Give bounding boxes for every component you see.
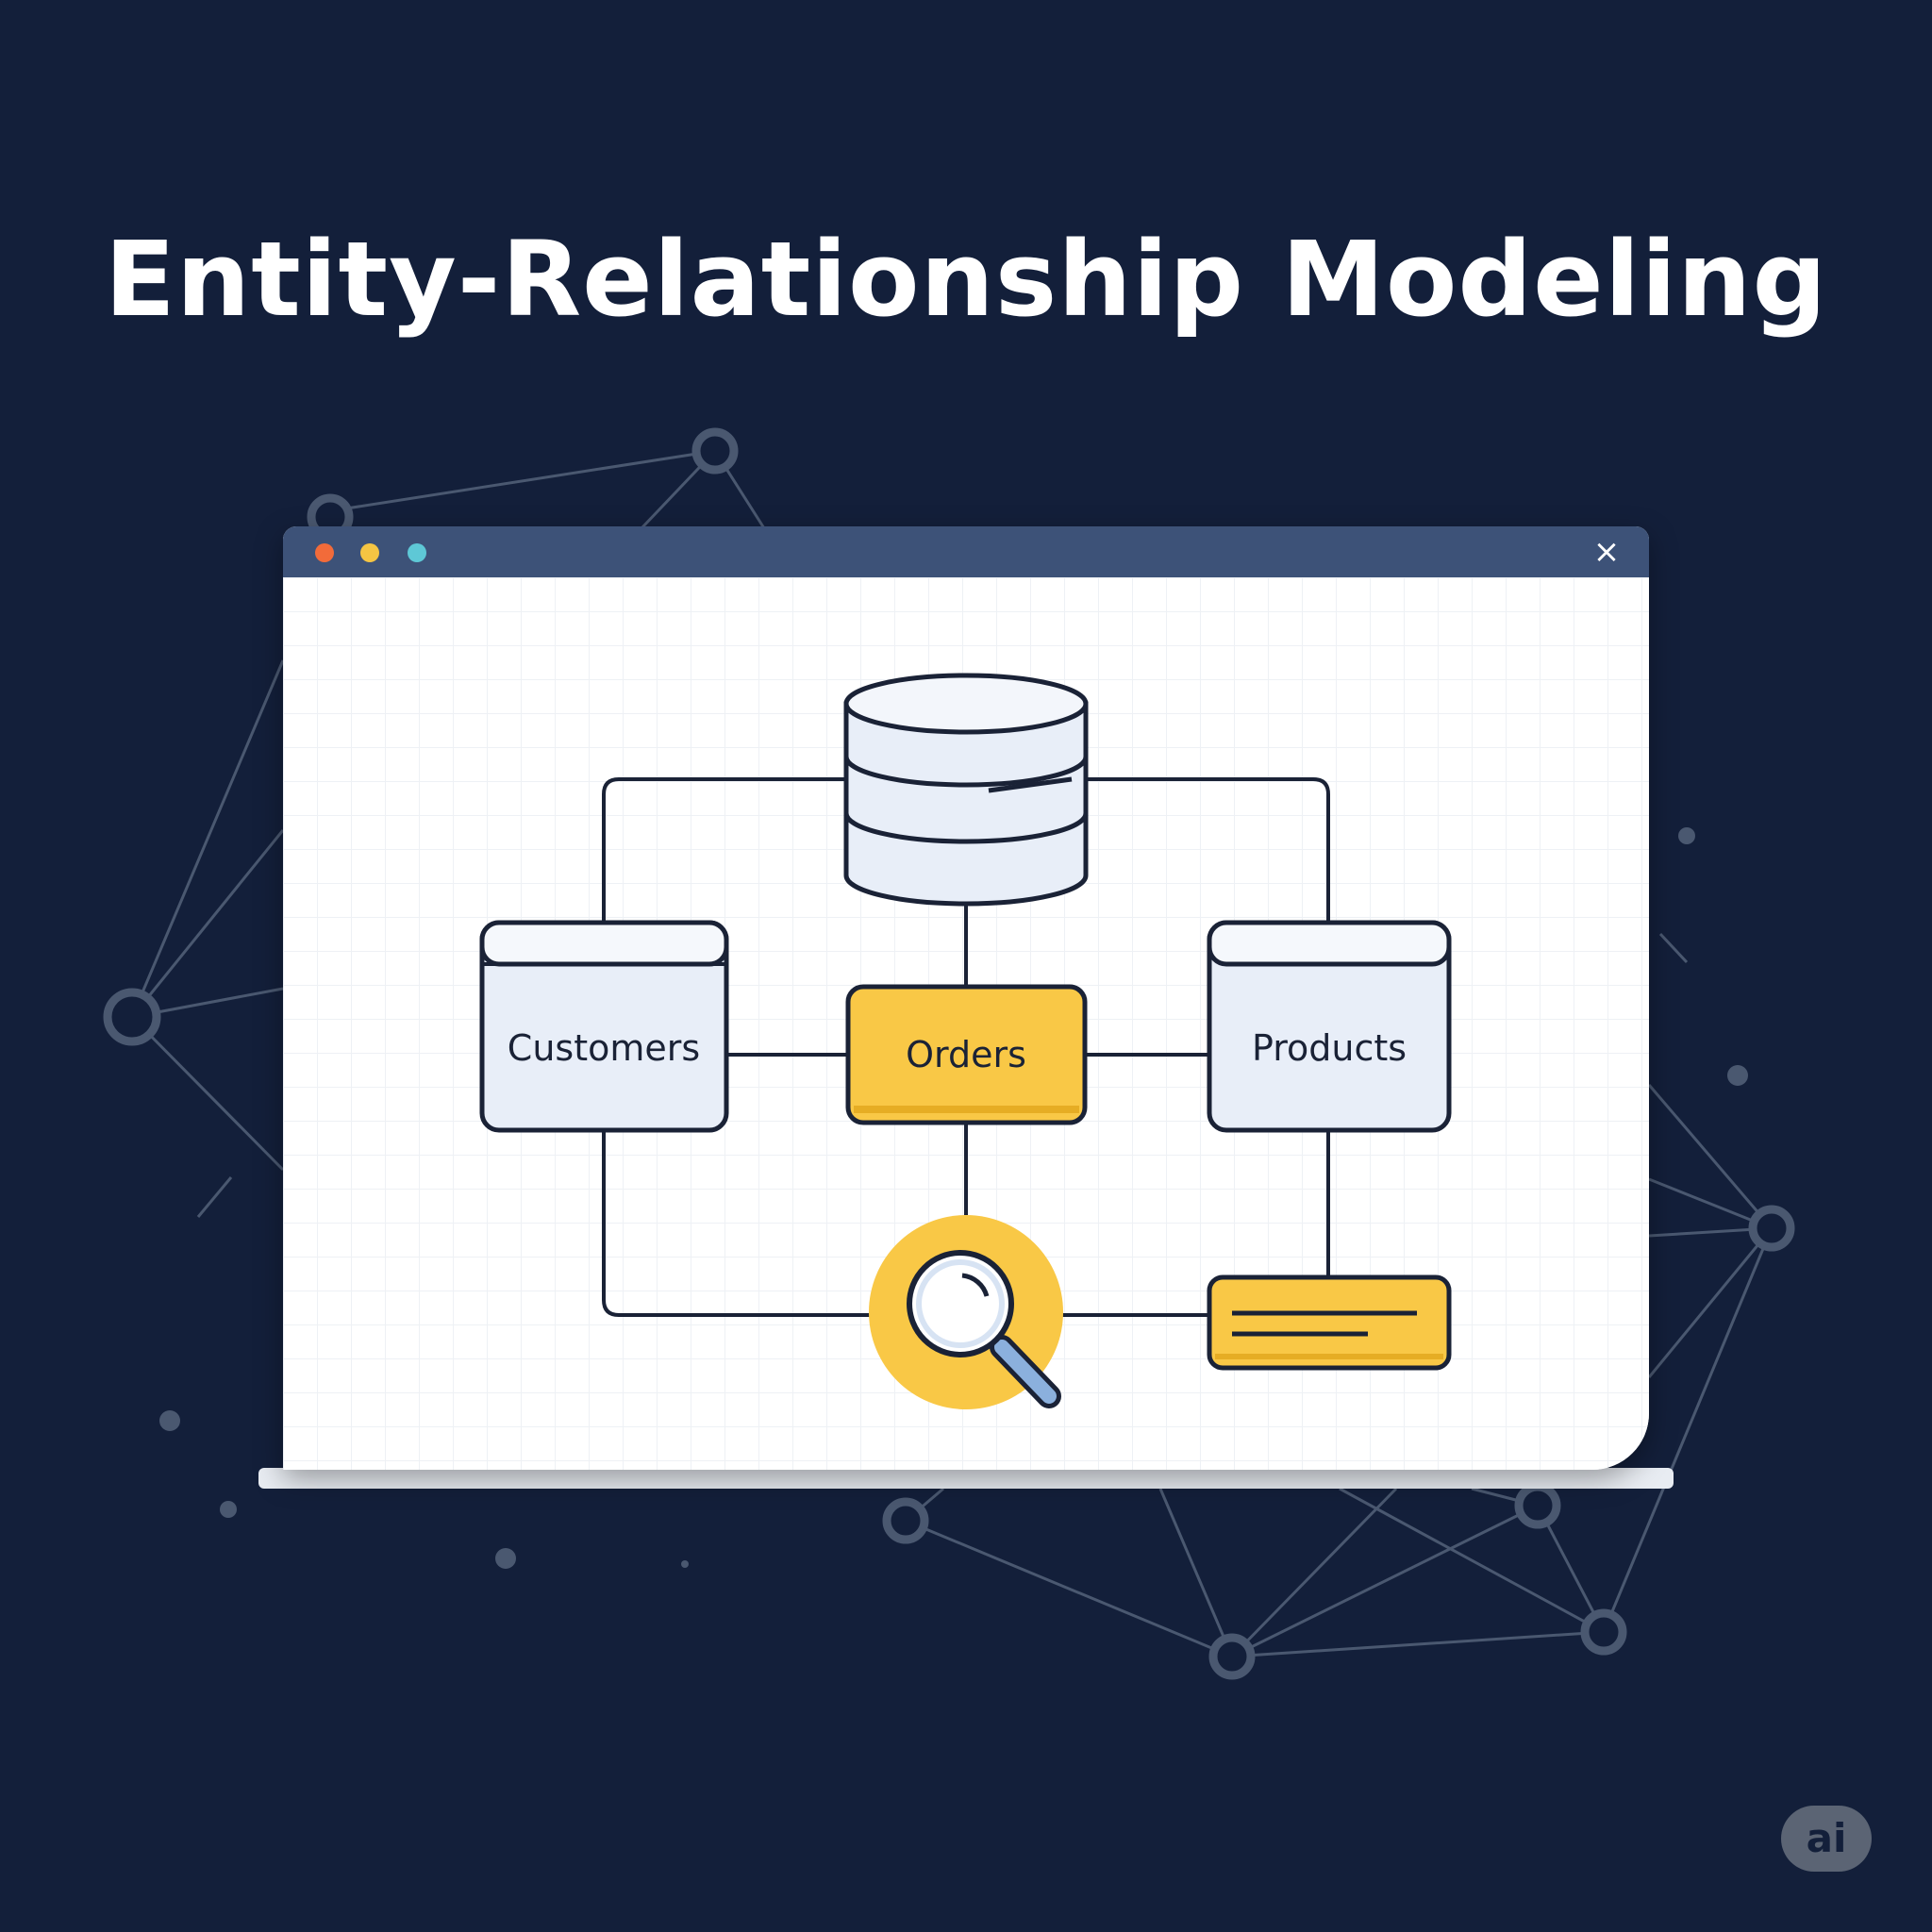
minimize-dot[interactable] — [360, 543, 379, 562]
entity-label-products: Products — [1252, 1027, 1407, 1069]
close-dot[interactable] — [315, 543, 334, 562]
close-icon[interactable]: × — [1592, 533, 1621, 571]
entity-products[interactable]: Products — [1207, 920, 1452, 1133]
entity-label-customers: Customers — [508, 1027, 700, 1069]
entity-label-orders: Orders — [906, 1034, 1026, 1075]
connector-db-customers — [602, 777, 846, 924]
database-icon — [843, 673, 1089, 907]
note-card-icon[interactable] — [1207, 1274, 1452, 1371]
maximize-dot[interactable] — [408, 543, 426, 562]
entity-orders[interactable]: Orders — [845, 984, 1088, 1125]
page-title: Entity-Relationship Modeling — [104, 219, 1828, 340]
connector-customers-search — [602, 1132, 870, 1317]
window-titlebar[interactable]: × — [283, 526, 1649, 577]
ai-badge: ai — [1781, 1806, 1872, 1872]
connector-db-products — [1085, 777, 1330, 924]
entity-customers[interactable]: Customers — [479, 920, 729, 1133]
magnifier-icon[interactable] — [869, 1215, 1063, 1409]
window-base — [258, 1468, 1674, 1489]
